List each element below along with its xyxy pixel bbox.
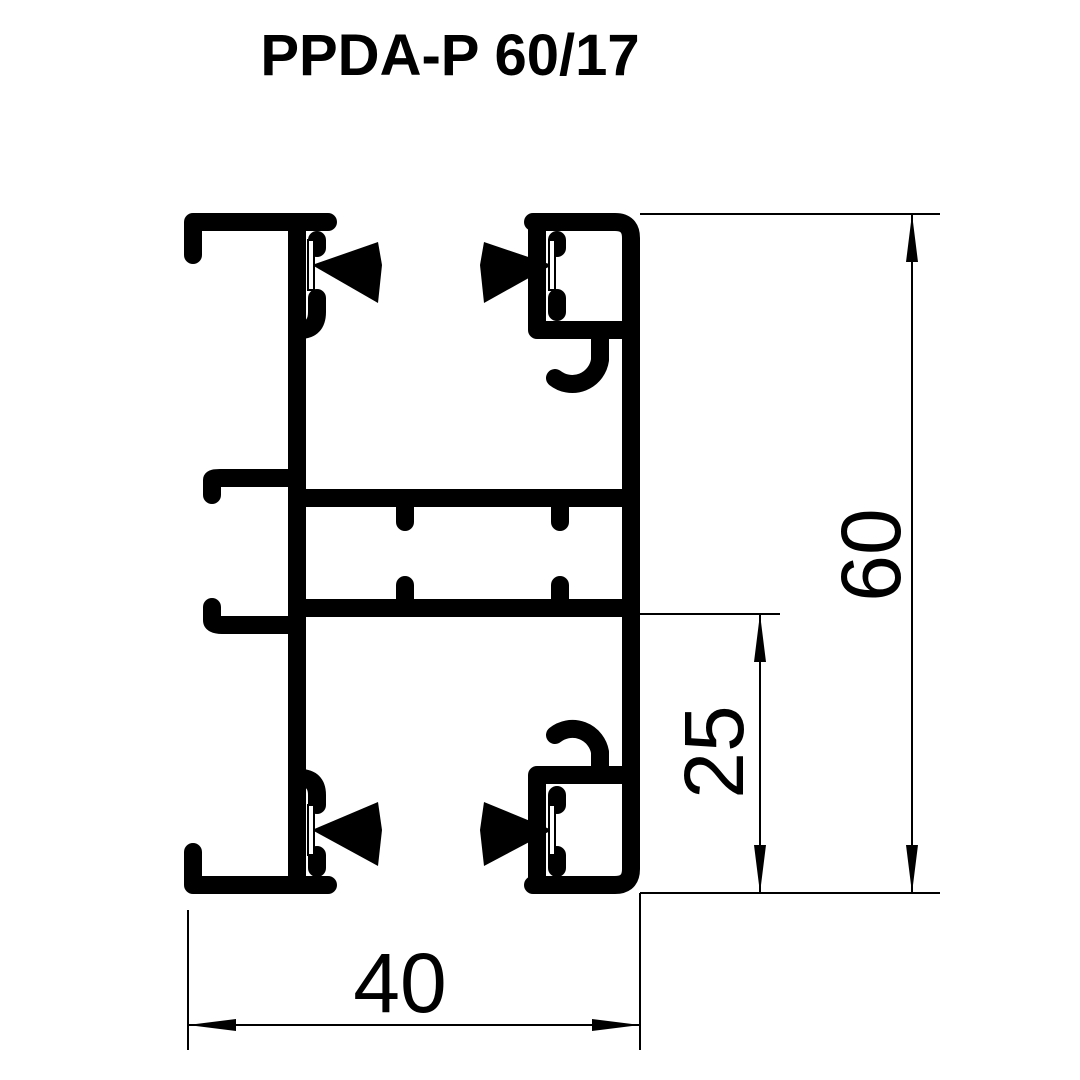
brush-bl: [312, 802, 382, 866]
clip-bl: [291, 769, 326, 877]
clip-tl: [291, 231, 326, 339]
bottom-left-flange: [184, 843, 337, 894]
dimension-width-40: 40: [353, 936, 446, 1030]
brush-strips: [307, 239, 556, 856]
hook-bottom: [546, 719, 609, 779]
middle-stubs: [396, 496, 569, 609]
dimension-lines: [187, 213, 940, 1050]
dimension-height-60: 60: [824, 508, 918, 601]
right-outer-wall: [524, 213, 640, 894]
left-hooks: [203, 469, 306, 634]
brush-br: [480, 802, 552, 866]
profile-section: [184, 213, 640, 894]
top-left-flange: [184, 213, 337, 264]
brush-tl: [312, 242, 382, 303]
hook-top: [546, 326, 609, 393]
brush-tr: [480, 242, 552, 303]
dimension-height-25: 25: [667, 705, 761, 798]
profile-title: PPDA-P 60/17: [260, 23, 640, 88]
